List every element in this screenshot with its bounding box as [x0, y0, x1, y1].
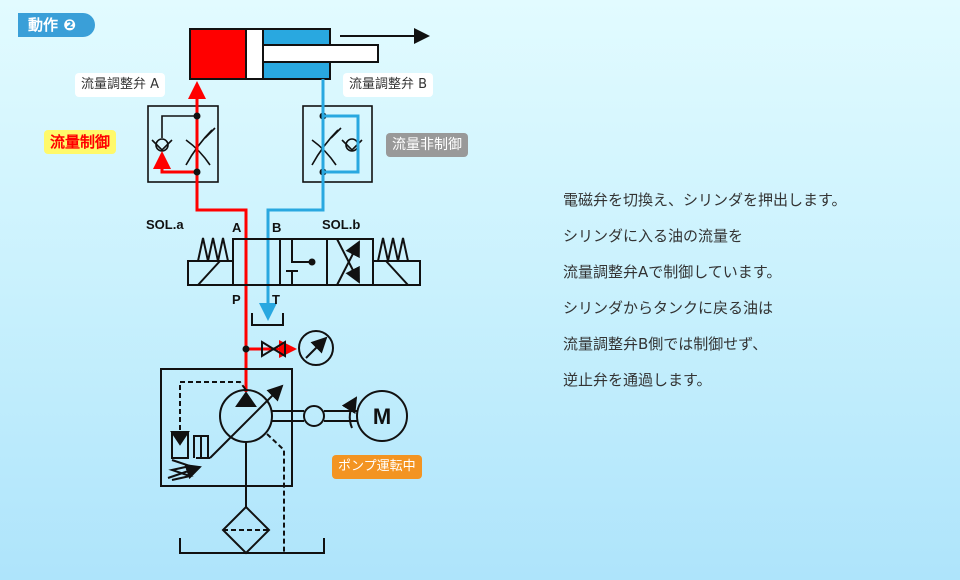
return-line [259, 79, 360, 321]
tank [179, 538, 325, 554]
filter [221, 505, 271, 555]
valve-a-label: 流量調整弁 A [75, 73, 166, 97]
pump-unit [160, 368, 408, 555]
valve-b-label: 流量調整弁 B [343, 73, 434, 97]
description-line: 流量調整弁Aで制御しています。 [563, 263, 782, 281]
flow-uncontrolled-tag: 流量非制御 [386, 133, 468, 157]
cylinder-cap-chamber [189, 28, 247, 80]
description-line: 逆止弁を通過します。 [563, 371, 712, 389]
description-line: シリンダからタンクに戻る油は [563, 299, 774, 317]
description-line: シリンダに入る油の流量を [563, 227, 744, 245]
piston-rod [262, 44, 379, 63]
tank-return [251, 313, 284, 326]
motor [356, 390, 408, 442]
description-text: 電磁弁を切換え、シリンダを押出します。 シリンダに入る油の流量を 流量調整弁Aで… [563, 188, 847, 404]
flow-control-tag: 流量制御 [44, 130, 117, 154]
motor-label: M [373, 404, 391, 429]
piston [245, 28, 264, 80]
pump-running-tag: ポンプ運転中 [332, 455, 422, 479]
flow-control-valve-a [147, 105, 219, 183]
cylinder [189, 28, 430, 80]
step-badge: 動作 ❷ [18, 13, 95, 37]
pressure-gauge [261, 330, 334, 366]
directional-control-valve [187, 237, 421, 326]
port-t-label: T [272, 292, 280, 307]
description-line: 流量調整弁B側では制御せず、 [563, 335, 768, 353]
sol-a-label: SOL.a [146, 217, 184, 232]
port-b-label: B [272, 220, 281, 235]
sol-b-label: SOL.b [322, 217, 360, 232]
port-a-label: A [232, 220, 242, 235]
port-p-label: P [232, 292, 241, 307]
description-line: 電磁弁を切換え、シリンダを押出します。 [563, 191, 847, 209]
